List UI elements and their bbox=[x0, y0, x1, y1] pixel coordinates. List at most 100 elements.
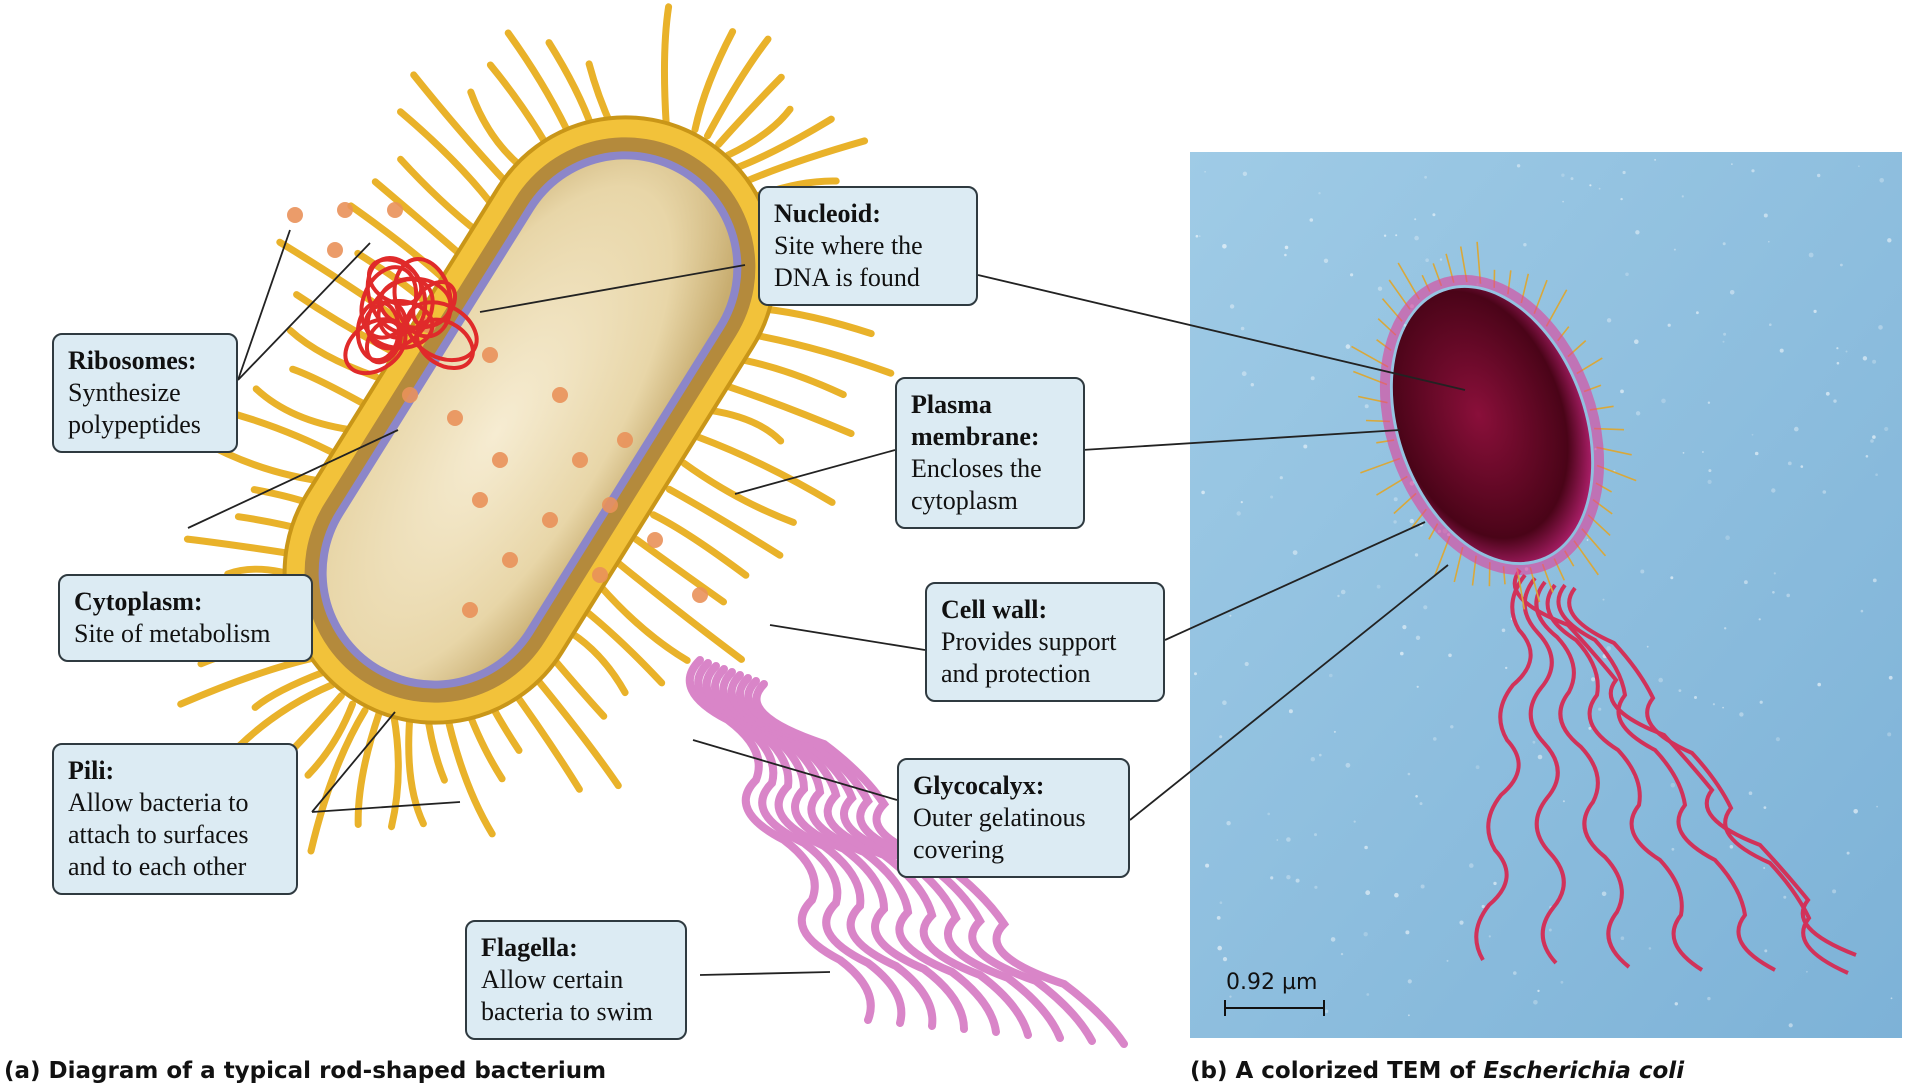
speckle bbox=[1538, 755, 1543, 760]
speckle bbox=[1620, 198, 1622, 200]
pilus bbox=[280, 242, 407, 325]
speckle bbox=[1217, 946, 1222, 951]
speckle bbox=[1774, 572, 1776, 574]
speckle bbox=[1794, 427, 1799, 432]
speckle bbox=[1730, 290, 1735, 295]
speckle bbox=[1533, 1000, 1538, 1005]
ribosome bbox=[592, 567, 608, 583]
speckle bbox=[1280, 476, 1283, 479]
speckle bbox=[1870, 439, 1874, 443]
speckle bbox=[1331, 937, 1336, 942]
speckle bbox=[1589, 184, 1591, 186]
speckle bbox=[1217, 916, 1221, 920]
ribosome bbox=[462, 602, 478, 618]
speckle bbox=[1783, 896, 1786, 899]
speckle bbox=[1425, 258, 1429, 262]
speckle bbox=[1314, 886, 1317, 889]
speckle bbox=[1222, 244, 1227, 249]
speckle bbox=[1364, 932, 1368, 936]
speckle bbox=[1872, 360, 1876, 364]
speckle bbox=[1587, 539, 1589, 541]
speckle bbox=[1404, 324, 1407, 327]
speckle bbox=[1229, 996, 1231, 998]
speckle bbox=[1303, 445, 1307, 449]
speckle bbox=[1433, 737, 1437, 741]
cell-wall-desc: Provides support and protection bbox=[941, 626, 1149, 690]
speckle bbox=[1647, 646, 1649, 648]
pilus bbox=[719, 77, 782, 144]
pilus bbox=[730, 358, 843, 395]
speckle bbox=[1378, 287, 1382, 291]
speckle bbox=[1365, 890, 1370, 895]
speckle bbox=[1319, 754, 1322, 757]
glycocalyx-label: Glycocalyx: Outer gelatinous covering bbox=[897, 758, 1130, 878]
pilus bbox=[698, 437, 832, 503]
cytoplasm-title: Cytoplasm: bbox=[74, 586, 297, 618]
speckle bbox=[1599, 188, 1601, 190]
speckle bbox=[1786, 594, 1790, 598]
nucleoid-label: Nucleoid: Site where the DNA is found bbox=[758, 186, 978, 306]
speckle bbox=[1725, 535, 1730, 540]
ribosome bbox=[492, 452, 508, 468]
speckle bbox=[1661, 399, 1666, 404]
pilus bbox=[445, 706, 492, 834]
speckle bbox=[1739, 712, 1743, 716]
speckle bbox=[1858, 165, 1860, 167]
speckle bbox=[1561, 981, 1564, 984]
speckle bbox=[1731, 163, 1733, 165]
speckle bbox=[1229, 615, 1231, 617]
speckle bbox=[1196, 235, 1199, 238]
plasma-membrane-label: Plasma membrane: Encloses the cytoplasm bbox=[895, 377, 1085, 529]
ribosome bbox=[692, 587, 708, 603]
speckle bbox=[1285, 246, 1289, 250]
speckle bbox=[1702, 451, 1704, 453]
speckle bbox=[1489, 935, 1491, 937]
ribosomes-label: Ribosomes: Synthesize polypeptides bbox=[52, 333, 238, 453]
speckle bbox=[1245, 662, 1249, 666]
speckle bbox=[1286, 875, 1290, 879]
speckle bbox=[1887, 732, 1891, 736]
speckle bbox=[1708, 480, 1712, 484]
speckle bbox=[1875, 473, 1878, 476]
speckle bbox=[1708, 402, 1710, 404]
caption-b: (b) A colorized TEM of Escherichia coli bbox=[1190, 1058, 1684, 1084]
speckle bbox=[1414, 218, 1416, 220]
speckle bbox=[1440, 258, 1442, 260]
speckle bbox=[1620, 390, 1624, 394]
speckle bbox=[1325, 1010, 1329, 1014]
speckle bbox=[1459, 921, 1463, 925]
speckle bbox=[1219, 735, 1222, 738]
speckle bbox=[1817, 683, 1821, 687]
caption-b-species: Escherichia coli bbox=[1483, 1058, 1684, 1084]
plasma-membrane-title: Plasma membrane: bbox=[911, 389, 1069, 453]
speckle bbox=[1598, 708, 1601, 711]
speckle bbox=[1763, 867, 1765, 869]
speckle bbox=[1884, 427, 1888, 431]
speckle bbox=[1350, 273, 1353, 276]
plasma-membrane-desc: Encloses the cytoplasm bbox=[911, 453, 1069, 517]
cell-wall-label: Cell wall: Provides support and protecti… bbox=[925, 582, 1165, 702]
ribosome bbox=[647, 532, 663, 548]
speckle bbox=[1823, 490, 1827, 494]
speckle bbox=[1346, 763, 1351, 768]
speckle bbox=[1602, 892, 1607, 897]
speckle bbox=[1694, 696, 1697, 699]
glycocalyx-title: Glycocalyx: bbox=[913, 770, 1114, 802]
speckle bbox=[1237, 511, 1241, 515]
flagella-desc: Allow certain bacteria to swim bbox=[481, 964, 671, 1028]
speckle bbox=[1394, 497, 1398, 501]
speckle bbox=[1513, 971, 1517, 975]
speckle bbox=[1764, 214, 1768, 218]
speckle bbox=[1318, 192, 1320, 194]
speckle bbox=[1780, 349, 1784, 353]
speckle bbox=[1405, 930, 1409, 934]
speckle bbox=[1788, 462, 1792, 466]
speckle bbox=[1751, 169, 1754, 172]
pilus bbox=[742, 141, 864, 183]
pilus bbox=[710, 410, 781, 441]
ribosome bbox=[387, 202, 403, 218]
speckle bbox=[1744, 580, 1748, 584]
speckle bbox=[1448, 654, 1452, 658]
ribosome bbox=[602, 497, 618, 513]
